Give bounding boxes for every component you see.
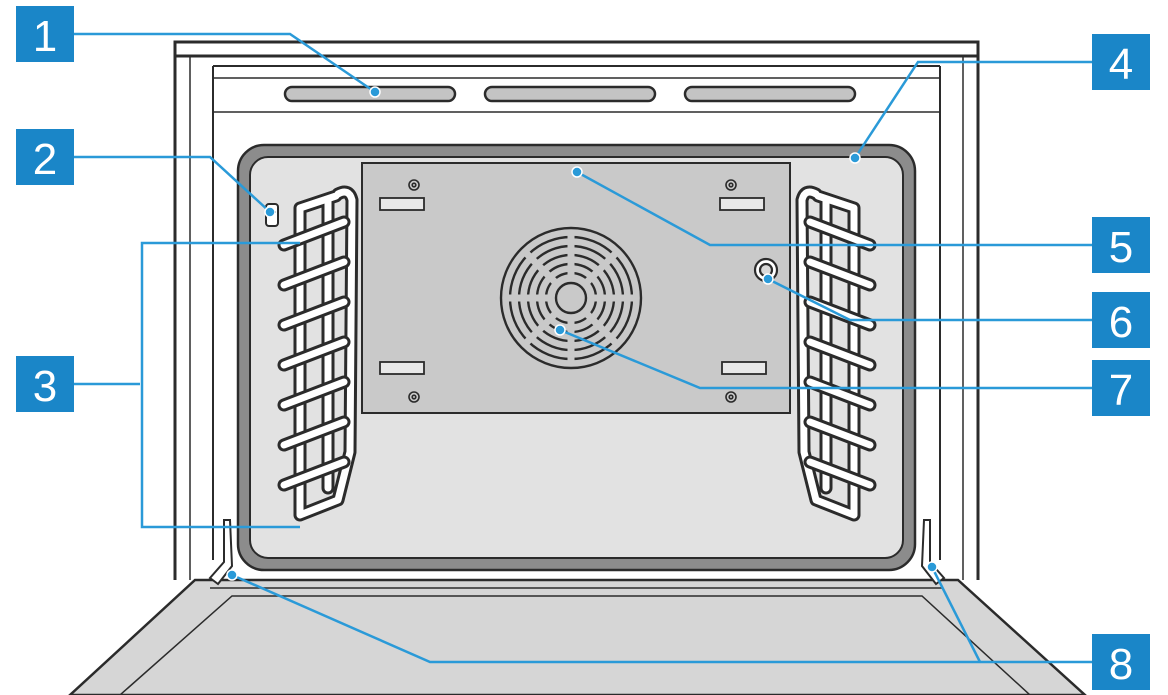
callout-3: 3: [16, 356, 74, 412]
callout-8-number: 8: [1109, 640, 1133, 689]
leader-line-6: [767, 277, 1092, 322]
callout-4: 4: [1092, 34, 1150, 90]
callout-5-number: 5: [1109, 223, 1133, 272]
leader-line-8b: [930, 566, 982, 663]
callout-4-number: 4: [1109, 40, 1133, 89]
callout-1: 1: [16, 6, 74, 62]
shelf-support-left: [277, 185, 359, 522]
leader-line-1: [74, 32, 376, 94]
oven-door: [68, 578, 1087, 695]
leader-line-3-bracket: [140, 241, 300, 529]
callout-6: 6: [1092, 292, 1150, 348]
leader-lines: [74, 32, 1092, 664]
oven-housing: [173, 40, 980, 580]
callout-8: 8: [1092, 634, 1150, 690]
callout-7-number: 7: [1109, 366, 1133, 415]
callout-2-number: 2: [33, 135, 57, 184]
leader-endpoints: [226, 86, 938, 581]
leader-line-5: [576, 170, 1092, 247]
leader-line-4: [853, 60, 1092, 159]
shelf-support-right: [795, 185, 877, 522]
callout-3-number: 3: [33, 362, 57, 411]
callout-5: 5: [1092, 217, 1150, 273]
fan-cover: [499, 226, 643, 370]
leader-line-2: [74, 155, 271, 213]
callout-badges: 1 2 3 4 5 6 7 8: [16, 6, 1150, 690]
callout-2: 2: [16, 129, 74, 185]
leader-line-8a: [231, 573, 1092, 664]
shelf-supports: [277, 185, 877, 522]
callout-1-number: 1: [33, 12, 57, 61]
callout-6-number: 6: [1109, 298, 1133, 347]
leader-line-7: [559, 328, 1092, 390]
callout-7: 7: [1092, 360, 1150, 416]
